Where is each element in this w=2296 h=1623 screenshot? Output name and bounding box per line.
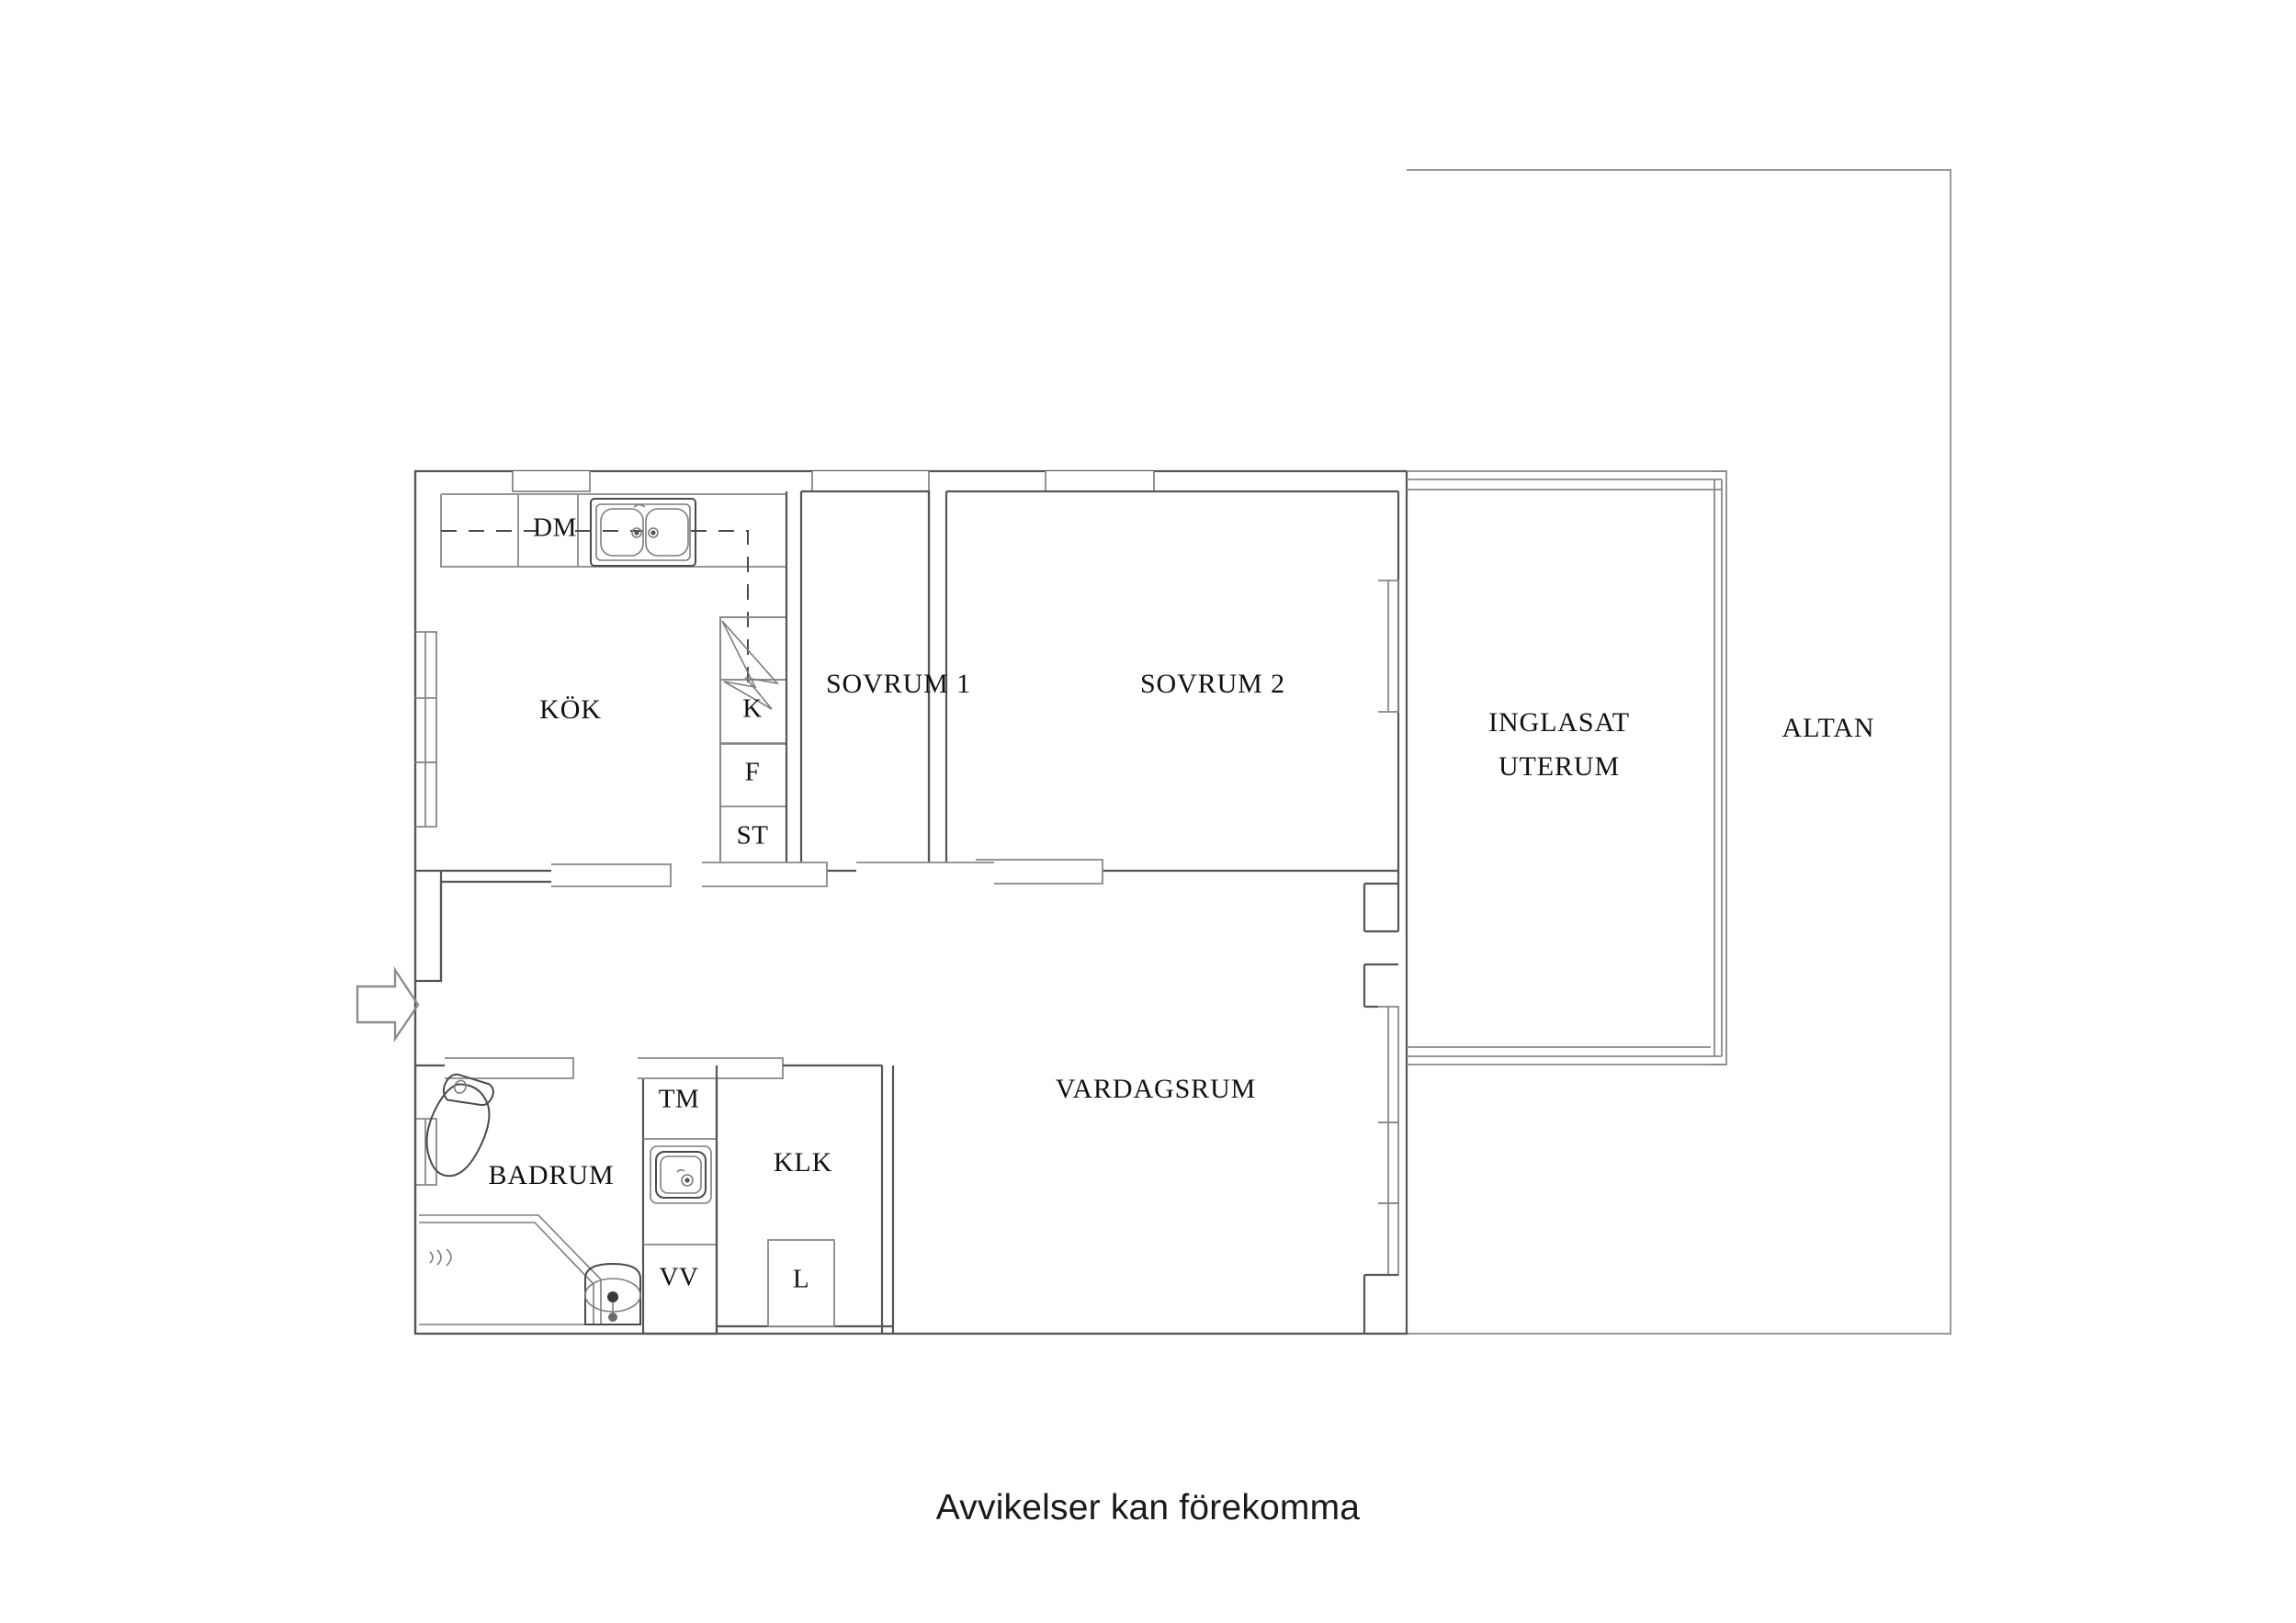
uterum-glazing bbox=[1407, 470, 1727, 1065]
tag-l: L bbox=[793, 1265, 809, 1294]
window-top-sovrum1 bbox=[811, 471, 930, 492]
window-top-kitchen bbox=[512, 471, 591, 492]
window-top-sovrum2 bbox=[1045, 471, 1155, 492]
plan-caption: Avvikelser kan förekomma bbox=[935, 1488, 1361, 1527]
klk-cabinet-L bbox=[767, 1239, 835, 1327]
entrance-arrow-icon bbox=[356, 965, 420, 1043]
door-kitchen bbox=[551, 863, 672, 887]
window-left-kitchen bbox=[415, 631, 437, 828]
toilet-icon bbox=[425, 1073, 494, 1178]
badrum-walls bbox=[413, 1064, 570, 1334]
room-label-uterum-line1: INGLASAT bbox=[1488, 707, 1630, 738]
tag-k: K bbox=[742, 694, 762, 724]
window-right-sovrum2 bbox=[1378, 580, 1399, 713]
door-sovrum2 bbox=[976, 859, 1103, 885]
tag-dm: DM bbox=[533, 513, 577, 543]
vardagsrum-walls bbox=[1363, 871, 1400, 1334]
room-label-kok: KÖK bbox=[539, 694, 602, 725]
altan-outline bbox=[1407, 169, 1951, 1335]
window-left-badrum bbox=[415, 1118, 437, 1186]
dishwasher-dashline bbox=[441, 530, 749, 687]
badrum-doorway bbox=[445, 1057, 574, 1079]
room-label-badrum: BADRUM bbox=[488, 1160, 614, 1190]
tag-tm: TM bbox=[659, 1085, 700, 1114]
washbasin-icon bbox=[584, 1262, 641, 1325]
room-label-uterum-line2: UTERUM bbox=[1499, 751, 1620, 782]
utility-sink-icon bbox=[650, 1145, 712, 1204]
kitchen-sink-icon bbox=[590, 498, 696, 567]
klk-walls bbox=[715, 1064, 895, 1334]
room-label-sovrum1: SOVRUM 1 bbox=[826, 669, 971, 699]
building-envelope bbox=[413, 469, 1408, 1336]
interior-walls-upper bbox=[415, 491, 803, 983]
tag-f: F bbox=[745, 758, 761, 787]
tag-vv: VV bbox=[660, 1263, 699, 1292]
room-label-vardagsrum: VARDAGSRUM bbox=[1056, 1074, 1257, 1104]
electric-symbol-icon bbox=[721, 620, 780, 710]
door-sovrum1 bbox=[702, 862, 828, 887]
shower-icon bbox=[419, 1214, 602, 1325]
room-label-altan: ALTAN bbox=[1782, 713, 1875, 743]
window-right-vardagsrum bbox=[1378, 1006, 1399, 1276]
door-sovrum1-hall bbox=[856, 862, 994, 886]
room-label-klk: KLK bbox=[774, 1147, 832, 1178]
room-label-sovrum2: SOVRUM 2 bbox=[1140, 669, 1285, 699]
tag-st: ST bbox=[737, 821, 769, 851]
